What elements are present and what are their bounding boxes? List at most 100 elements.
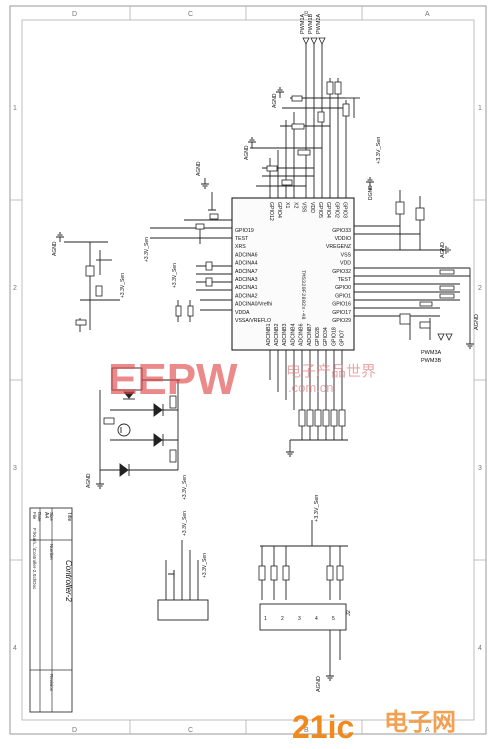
connector-pin-number: 2 [281, 616, 284, 622]
chip-pin-label: VDD [309, 202, 315, 213]
net-label-agnd: AGND [196, 161, 202, 176]
col-marker: D [72, 11, 77, 18]
eepw-url: .com.cn [288, 380, 334, 395]
revision-label: Revision [49, 674, 54, 692]
chip-pin-label: GPIO5 [317, 202, 323, 218]
frame-outer [9, 5, 487, 735]
col-marker: C [188, 11, 193, 18]
chip-pin-label: ADCINA7 [235, 269, 258, 275]
net-label-agnd: AGND [86, 473, 92, 488]
eepw-logo: EEPW [108, 355, 238, 404]
chip-pin-label: GPIO12 [268, 202, 274, 221]
chip-pin-label: GPIO18 [331, 327, 337, 346]
chip-pin-label: ADCINA0/Vrefhi [235, 302, 272, 308]
chip-pin-label: GPIO7 [340, 330, 346, 346]
row-marker: 2 [13, 285, 17, 292]
top-bus [250, 40, 360, 198]
chip-pin-label: ADCINB2 [274, 323, 280, 346]
site-cn: 电子网 [384, 709, 456, 736]
chip-pin-label: ADCINA4 [235, 261, 258, 267]
number-label: Number [49, 544, 54, 561]
chip-pin-label: GPIO29 [332, 318, 351, 324]
connector-pin-number: 3 [298, 616, 301, 622]
net-label-pwm: PWM1A [300, 14, 306, 35]
connector-pin-number: 5 [332, 616, 335, 622]
title-label: Title [66, 512, 72, 521]
connector-name: J2 [346, 610, 352, 616]
chip-pin-label: GPIO17 [332, 310, 351, 316]
size-value: A4 [43, 512, 49, 518]
net-label-pwm: PWM3B [421, 358, 442, 364]
connector-right [259, 520, 348, 681]
net-label-vdd: +3.3V_Sen [202, 553, 208, 578]
row-marker: 1 [13, 105, 17, 112]
chip-part-label: TMS320F2802x-48 [300, 270, 307, 320]
row-marker: 1 [478, 105, 482, 112]
col-marker: C [188, 727, 193, 734]
mcu-chip: TMS320F2802x-48 [231, 197, 355, 351]
chip-pin-label: ADCINA2 [235, 293, 258, 299]
row-marker: 3 [13, 465, 17, 472]
chip-pin-label: ADCINB6 [299, 323, 305, 346]
chip-pin-label: VDDIO [335, 236, 351, 242]
chip-pin-label: GPIO19 [235, 228, 254, 234]
chip-pin-label: GPIO28 [315, 327, 321, 346]
net-label-vdd: +3.3V_Sen [120, 273, 126, 298]
chip-pin-label: X2 [292, 202, 298, 208]
row-marker: 4 [13, 645, 17, 652]
col-marker: A [425, 11, 430, 18]
net-label-vdd: +3.3V_Sen [376, 137, 382, 164]
row-marker: 4 [478, 645, 482, 652]
chip-pin-label: ADCINB1 [266, 323, 272, 346]
eepw-cn: 电子产品世界 [286, 363, 376, 380]
chip-pin-label: VDD [340, 261, 351, 267]
chip-pin-label: X1 [284, 202, 290, 208]
chip-pin-label: GPIO33 [332, 228, 351, 234]
chip-pin-label: TEST [235, 236, 249, 242]
net-label-pwm: PWM2A [316, 14, 322, 35]
title-block: Title Controller-2 Size A4 Number Revisi… [29, 507, 73, 713]
net-label-pwm: PWM1B [308, 14, 314, 35]
net-label-agnd: AGND [244, 145, 250, 160]
chip-pin-label: XRS [235, 244, 246, 250]
eepw-watermark: EEPW 电子产品世界 .com.cn [108, 355, 376, 404]
net-label-vdd: +3.3V_Sen [182, 475, 188, 500]
connector-pin-number: 1 [264, 616, 267, 622]
chip-pin-label: GPIO1 [335, 293, 351, 299]
date-label: Date [37, 512, 42, 522]
chip-pin-label: GPIO32 [332, 269, 351, 275]
chip-pin-label: VDDA [235, 310, 250, 316]
net-label-agnd: AGND [474, 314, 480, 330]
chip-pin-label: VSSA/VREFLO [235, 318, 271, 324]
chip-pin-label: VREGENZ [326, 244, 351, 250]
net-label-vdd: +3.3V_Sen [144, 237, 150, 262]
chip-pin-label: GPIO0 [335, 285, 351, 291]
net-label-pwm: PWM3A [421, 350, 442, 356]
chip-pin-label: GPIO4 [325, 202, 331, 218]
col-marker: D [72, 727, 77, 734]
col-marker: B [304, 11, 309, 18]
net-label-vdd: +3.3V_Sen [172, 263, 178, 288]
col-marker: B [304, 727, 309, 734]
chip-pin-label: GPIO2 [333, 202, 339, 218]
chip-pin-label: GPIO4 [276, 202, 282, 218]
title-value: Controller-2 [64, 560, 73, 602]
net-label-agnd: AGND [52, 241, 58, 256]
connector-pin-number: 4 [315, 616, 318, 622]
chip-pin-label: ADCINA1 [235, 285, 258, 291]
left-adc-network [150, 219, 232, 322]
site-logo: 21ic [292, 709, 354, 744]
frame-inner [21, 19, 475, 721]
net-label-agnd: AGND [272, 93, 278, 108]
ground-symbols [201, 87, 374, 211]
chip-pin-label: ADCINA6 [235, 252, 258, 258]
led-cluster [96, 367, 180, 489]
chip-pin-label: ADCINB3 [282, 323, 288, 346]
size-label: Size [49, 512, 54, 521]
chip-pin-label: VSS [341, 252, 352, 258]
chip-pin-label: GPIO3 [342, 202, 348, 218]
row-marker: 3 [478, 465, 482, 472]
net-label-dgnd: DGND [368, 185, 374, 200]
